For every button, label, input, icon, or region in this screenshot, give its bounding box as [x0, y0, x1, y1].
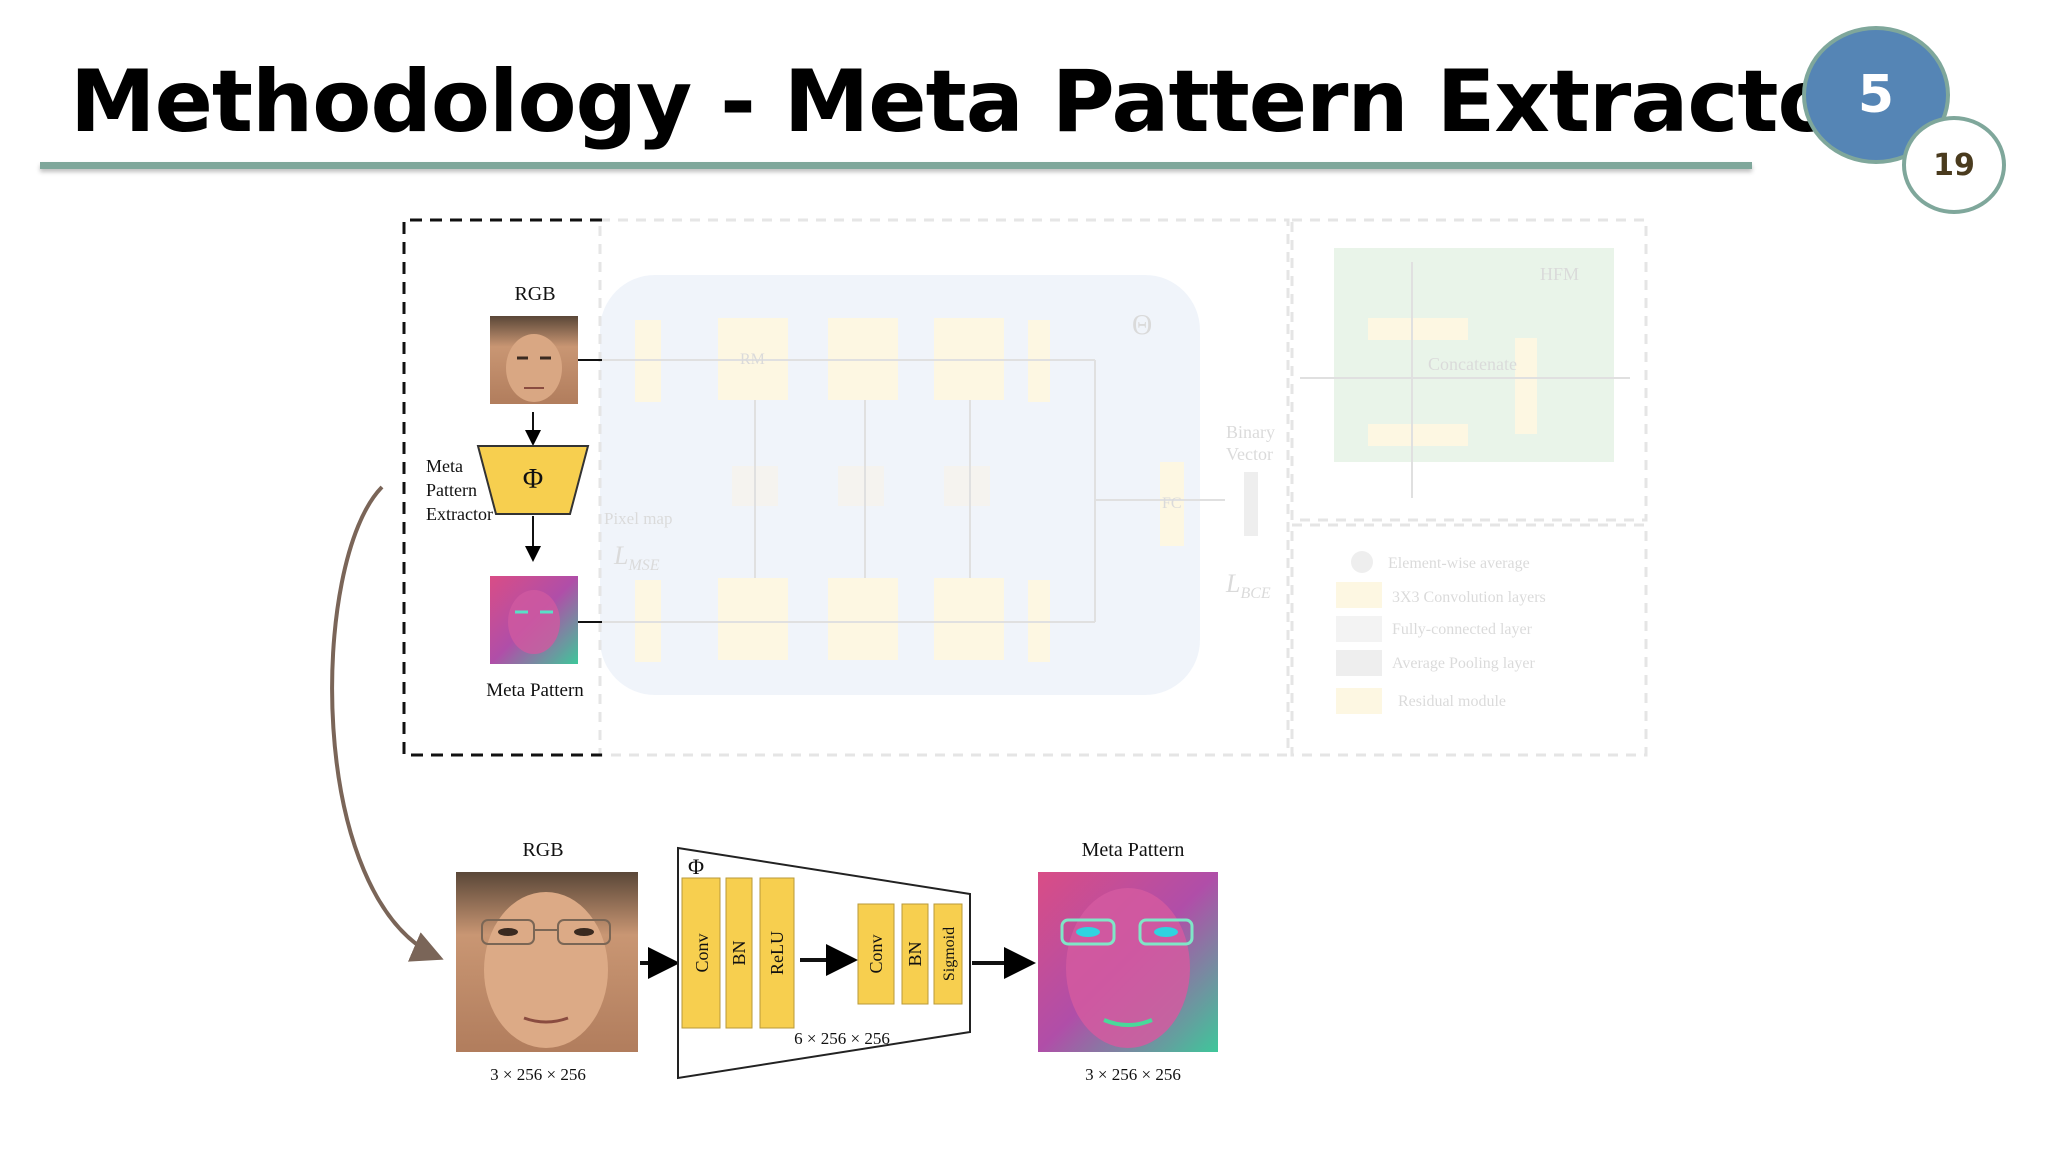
svg-text:Sigmoid: Sigmoid [941, 927, 958, 981]
legend-item-1: 3X3 Convolution layers [1392, 589, 1546, 606]
zoom-curved-arrow [332, 487, 440, 958]
svg-text:BN: BN [905, 941, 925, 966]
middle-dims-label: 6 × 256 × 256 [794, 1029, 890, 1048]
legend-item-0: Element-wise average [1388, 555, 1530, 572]
layer-conv-2: Conv [858, 904, 894, 1004]
svg-text:Conv: Conv [866, 934, 886, 973]
concatenate-label: Concatenate [1428, 354, 1517, 374]
extractor-label-line3: Extractor [426, 504, 493, 524]
phi-symbol: Φ [523, 464, 543, 495]
extractor-label-line2: Pattern [426, 480, 477, 500]
svg-text:BN: BN [729, 940, 749, 965]
bottom-rgb-face-image [456, 872, 638, 1052]
top-meta-pattern-image [490, 576, 578, 664]
binary-vector-line2: Vector [1226, 444, 1273, 464]
rm-label: RM [740, 351, 765, 368]
bottom-meta-pattern-image [1038, 872, 1218, 1052]
layer-bn-2: BN [902, 904, 928, 1004]
top-meta-pattern-label: Meta Pattern [486, 680, 584, 701]
phi-detail-symbol: Φ [688, 854, 704, 879]
loss-bce-label: LBCE [1225, 569, 1271, 602]
binary-vector-line1: Binary [1226, 422, 1275, 442]
layer-sigmoid-2: Sigmoid [934, 904, 962, 1004]
bottom-meta-pattern-label: Meta Pattern [1082, 839, 1185, 861]
layer-conv-1: Conv [682, 878, 720, 1028]
pixel-map-label: Pixel map [604, 509, 672, 528]
bottom-rgb-label: RGB [522, 839, 563, 861]
extractor-label-line1: Meta [426, 456, 463, 476]
top-rgb-label: RGB [514, 283, 555, 305]
legend-item-2: Fully-connected layer [1392, 621, 1533, 638]
fc-label: FC [1162, 495, 1182, 512]
legend-item-4: Residual module [1398, 693, 1506, 710]
svg-text:ReLU: ReLU [767, 931, 787, 975]
theta-network-region [600, 275, 1200, 695]
svg-text:Conv: Conv [692, 933, 712, 972]
top-rgb-face-image [490, 316, 578, 404]
input-dims-label: 3 × 256 × 256 [490, 1065, 586, 1084]
faded-network-overview: Θ RM HFM Concatenate Pixel map FC Binary… [580, 220, 1646, 755]
theta-label: Θ [1132, 310, 1152, 341]
legend-item-3: Average Pooling layer [1392, 655, 1535, 672]
layer-relu-1: ReLU [760, 878, 794, 1028]
output-dims-label: 3 × 256 × 256 [1085, 1065, 1181, 1084]
layer-bn-1: BN [726, 878, 752, 1028]
hfm-label: HFM [1540, 264, 1579, 284]
